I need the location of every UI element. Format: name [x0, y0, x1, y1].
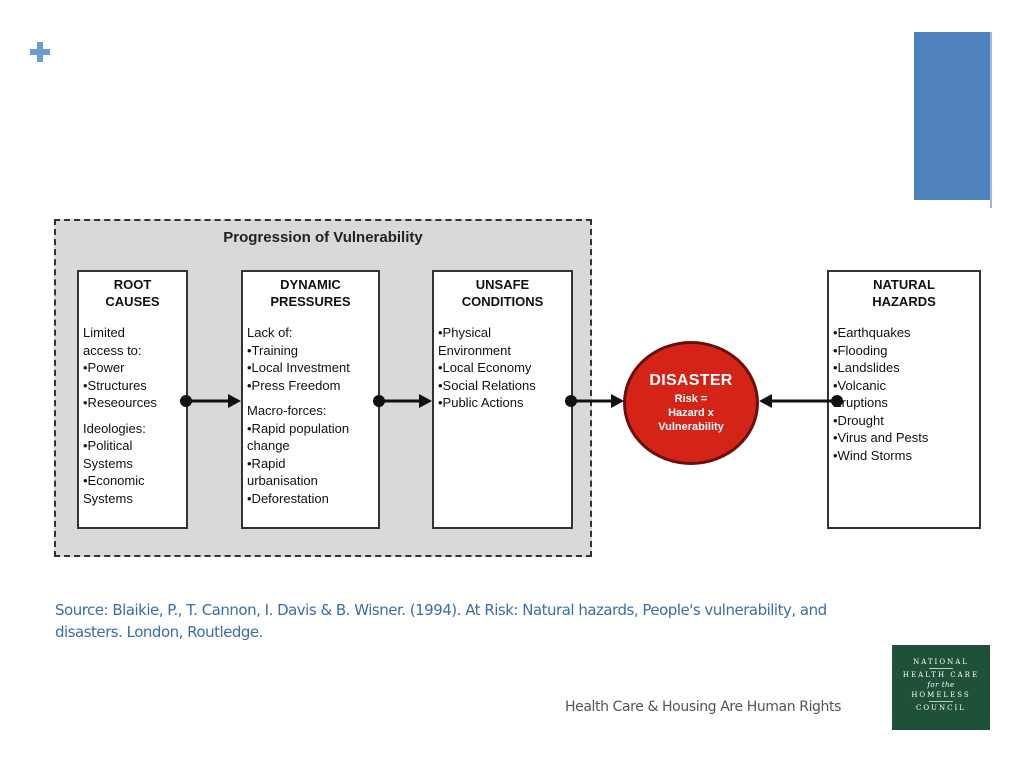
footer-tagline: Health Care & Housing Are Human Rights	[565, 699, 842, 715]
box-text: Limited access to: •Power •Structures •R…	[83, 325, 157, 410]
box-text: Macro-forces: •Rapid population change •…	[247, 403, 350, 506]
disaster-title: DISASTER	[649, 372, 733, 389]
arrow-root-to-dynamic	[180, 394, 241, 408]
disaster-circle: DISASTER Risk = Hazard x Vulnerability	[623, 341, 759, 465]
box-text: Ideologies: •Political Systems •Economic…	[83, 420, 146, 506]
plus-icon	[30, 42, 50, 62]
nhchc-logo: NATIONAL HEALTH CARE for the HOMELESS CO…	[892, 645, 990, 730]
box-title: UNSAFE CONDITIONS	[461, 277, 544, 309]
logo-line: HEALTH CARE	[902, 671, 980, 679]
dynamic-pressures-box: DYNAMIC PRESSURES Lack of: •Training •Lo…	[241, 270, 380, 529]
disaster-subtitle: Risk = Hazard x Vulnerability	[658, 393, 724, 433]
arrow-dynamic-to-unsafe	[373, 394, 432, 408]
logo-line: for the	[927, 681, 955, 689]
source-citation: Source: Blaikie, P., T. Cannon, I. Davis…	[55, 601, 827, 641]
box-text: •Physical Environment •Local Economy •So…	[438, 325, 536, 410]
logo-line: COUNCIL	[916, 704, 966, 712]
arrow-hazards-to-disaster	[759, 394, 843, 408]
diagram-title: Progression of Vulnerability	[223, 229, 423, 246]
accent-bar	[914, 32, 991, 200]
box-text: •Earthquakes •Flooding •Landslides •Volc…	[833, 325, 929, 463]
arrow-unsafe-to-disaster	[565, 394, 624, 408]
box-title: NATURAL HAZARDS	[872, 277, 936, 309]
logo-line: HOMELESS	[911, 691, 971, 699]
box-title: ROOT CAUSES	[105, 277, 160, 309]
box-title: DYNAMIC PRESSURES	[270, 277, 351, 309]
box-text: Lack of: •Training •Local Investment •Pr…	[247, 325, 350, 393]
logo-line: NATIONAL	[913, 658, 969, 666]
unsafe-conditions-box: UNSAFE CONDITIONS •Physical Environment …	[432, 270, 573, 529]
natural-hazards-box: NATURAL HAZARDS •Earthquakes •Flooding •…	[827, 270, 981, 529]
accent-bar-edge	[990, 32, 992, 208]
